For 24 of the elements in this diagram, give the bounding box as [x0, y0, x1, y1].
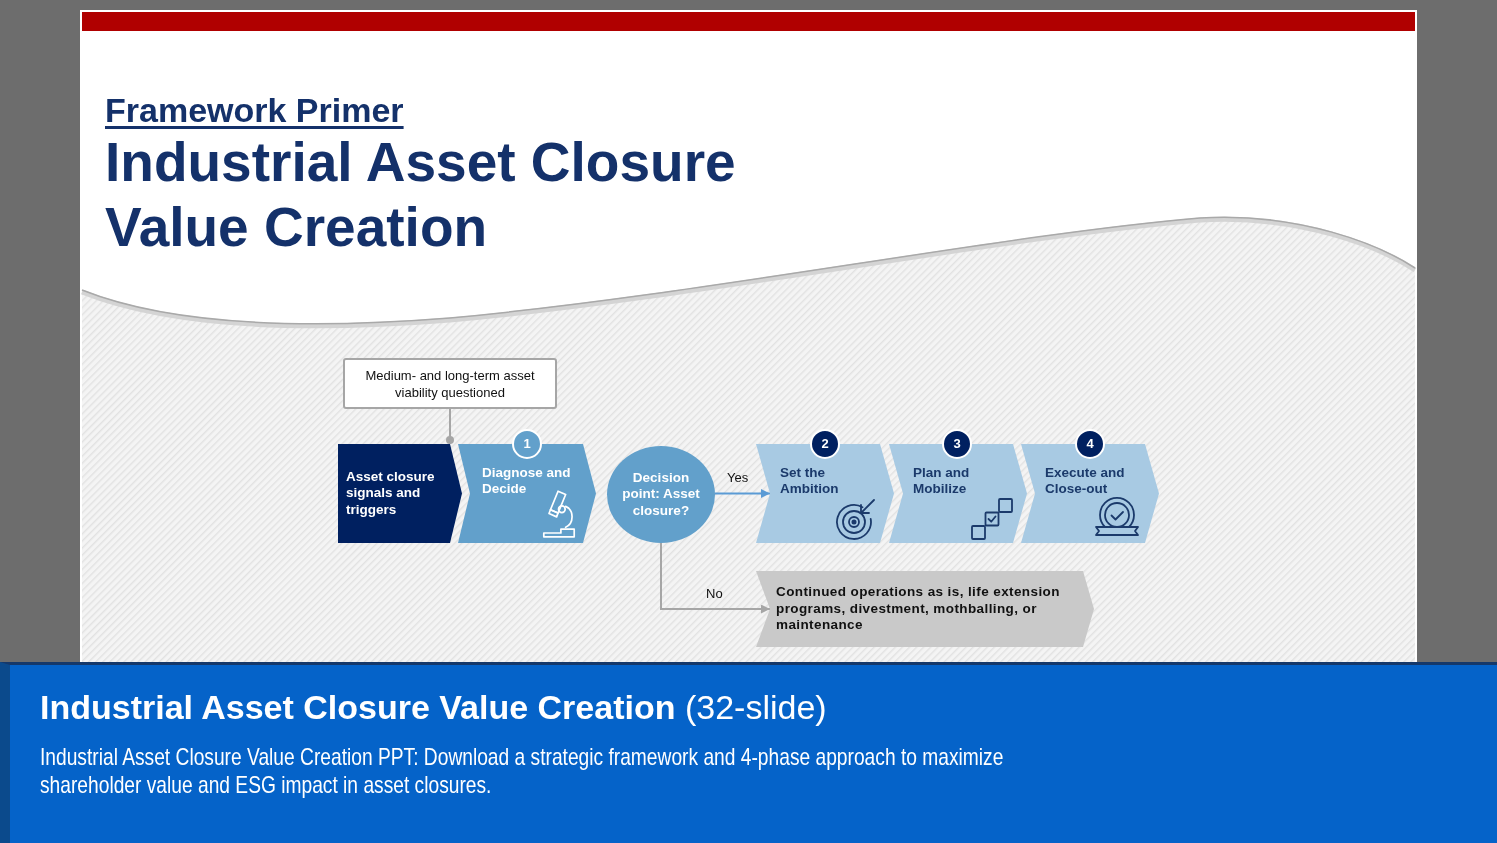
banner-description: Industrial Asset Closure Value Creation PPT: Download a strategic framework and 4-phase approach to maximize shareholder value and ESG impact in asset closures.	[40, 743, 1005, 799]
phase-label: Set the Ambition	[780, 465, 840, 496]
phase-label: Plan and Mobilize	[913, 465, 971, 496]
phase-step	[889, 428, 1027, 543]
callout-text: Medium- and long-term asset viability questioned	[364, 366, 536, 401]
step-label: Asset closure signals and triggers	[346, 468, 436, 519]
arrow	[714, 489, 771, 498]
edge-label: Yes	[727, 470, 749, 485]
callout-box	[343, 358, 557, 409]
phase-label: Execute and Close-out	[1045, 465, 1126, 496]
arrow	[660, 542, 771, 614]
decision-label: Decision point: Asset closure?	[621, 469, 701, 520]
edge-label: No	[706, 586, 723, 601]
phase-label: Diagnose and Decide	[482, 465, 572, 496]
slide-title: Industrial Asset Closure Value Creation	[105, 130, 737, 260]
phase-step	[1021, 428, 1159, 543]
outcome-step	[756, 571, 1094, 647]
banner-title: Industrial Asset Closure Value Creation (32-slide)	[40, 688, 827, 727]
phase-step	[458, 428, 596, 543]
section-heading: Framework Primer	[105, 91, 404, 130]
trigger-step	[338, 444, 462, 543]
outcome-label: Continued operations as is, life extension programs, divestment, mothballing, or maintenance	[776, 584, 1061, 634]
leader-line	[446, 408, 454, 445]
phase-step	[756, 428, 894, 543]
